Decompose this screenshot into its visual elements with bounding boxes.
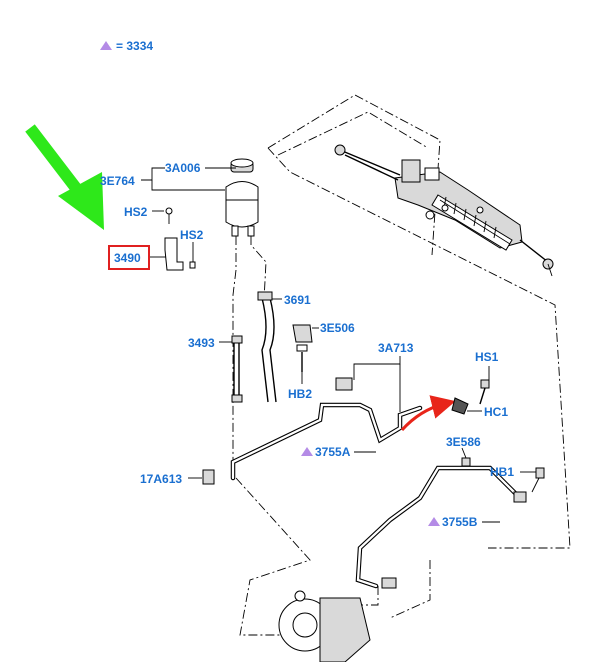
red-flow-arrow xyxy=(400,395,456,432)
hose-3493 xyxy=(231,335,243,403)
hc1-group xyxy=(451,379,490,415)
hose-3691 xyxy=(257,291,277,403)
label-HB1: HB1 xyxy=(490,465,514,479)
pipe-3E586 xyxy=(355,457,545,589)
label-3E764: 3E764 xyxy=(100,174,135,188)
label-HS1: HS1 xyxy=(475,350,499,364)
label-HB2: HB2 xyxy=(288,387,312,401)
leader-lines xyxy=(141,167,536,523)
green-pointer-arrow xyxy=(25,124,104,230)
callout-labels: 3E764 3A006 HS2 HS2 3490 3691 3E506 3493… xyxy=(100,161,514,529)
clip-17A613 xyxy=(202,469,215,485)
label-3755B: 3755B xyxy=(442,515,478,529)
label-3490: 3490 xyxy=(114,251,141,265)
label-3A006: 3A006 xyxy=(165,161,201,175)
bracket-group xyxy=(164,207,196,271)
highlight-box-3490 xyxy=(108,245,150,270)
triangle-icon xyxy=(301,447,313,456)
label-17A613: 17A613 xyxy=(140,472,182,486)
component-3E506 xyxy=(292,324,313,372)
label-HS2-upper: HS2 xyxy=(124,205,148,219)
label-3493: 3493 xyxy=(188,336,215,350)
pump-group xyxy=(235,477,431,662)
label-3A713: 3A713 xyxy=(378,341,414,355)
label-HC1: HC1 xyxy=(484,405,508,419)
steering-gear-group xyxy=(267,94,571,549)
label-HS2-lower: HS2 xyxy=(180,228,204,242)
legend: = 3334 xyxy=(100,39,153,53)
reservoir-group xyxy=(225,158,267,478)
triangle-icon xyxy=(100,41,112,50)
legend-text: = 3334 xyxy=(116,39,153,53)
label-3E586: 3E586 xyxy=(446,435,481,449)
pipe-3A713 xyxy=(230,377,423,481)
triangle-icon xyxy=(428,517,440,526)
label-3691: 3691 xyxy=(284,293,311,307)
label-3755A: 3755A xyxy=(315,445,351,459)
label-3E506: 3E506 xyxy=(320,321,355,335)
